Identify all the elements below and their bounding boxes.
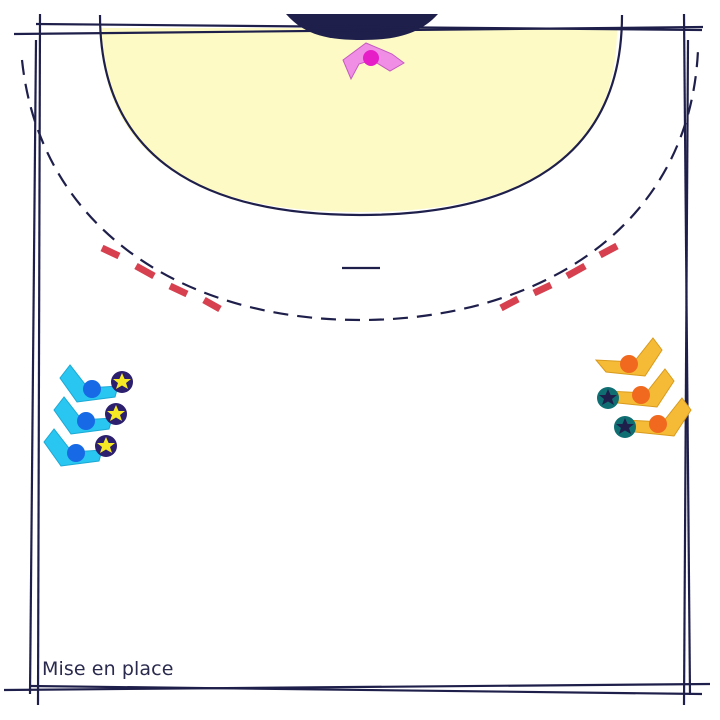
player-icon[interactable] (597, 368, 675, 409)
marker-cone-icon (565, 262, 587, 280)
star-badge-icon (614, 416, 636, 438)
marker-cone-icon (598, 242, 619, 259)
team-right (594, 337, 692, 438)
star-badge-icon (95, 435, 117, 457)
marker-cone-icon (168, 282, 189, 298)
player-icon[interactable] (59, 364, 133, 403)
marker-cone-icon (499, 295, 520, 312)
team-left (43, 364, 133, 467)
marker-cone-icon (100, 244, 121, 260)
goalkeeper-icon[interactable] (342, 42, 405, 81)
player-icon[interactable] (53, 396, 127, 435)
free-throw-line (20, 49, 700, 322)
cone-markers (100, 242, 619, 313)
player-icon[interactable] (614, 397, 692, 438)
goal-area (101, 28, 617, 212)
marker-cone-icon (202, 296, 222, 313)
player-icon[interactable] (594, 337, 663, 377)
star-badge-icon (597, 387, 619, 409)
diagram-caption: Mise en place (42, 658, 174, 680)
marker-cone-icon (532, 281, 553, 297)
marker-cone-icon (134, 262, 156, 280)
court-lines (3, 13, 711, 706)
star-badge-icon (111, 371, 133, 393)
player-icon[interactable] (43, 428, 117, 467)
star-badge-icon (105, 403, 127, 425)
